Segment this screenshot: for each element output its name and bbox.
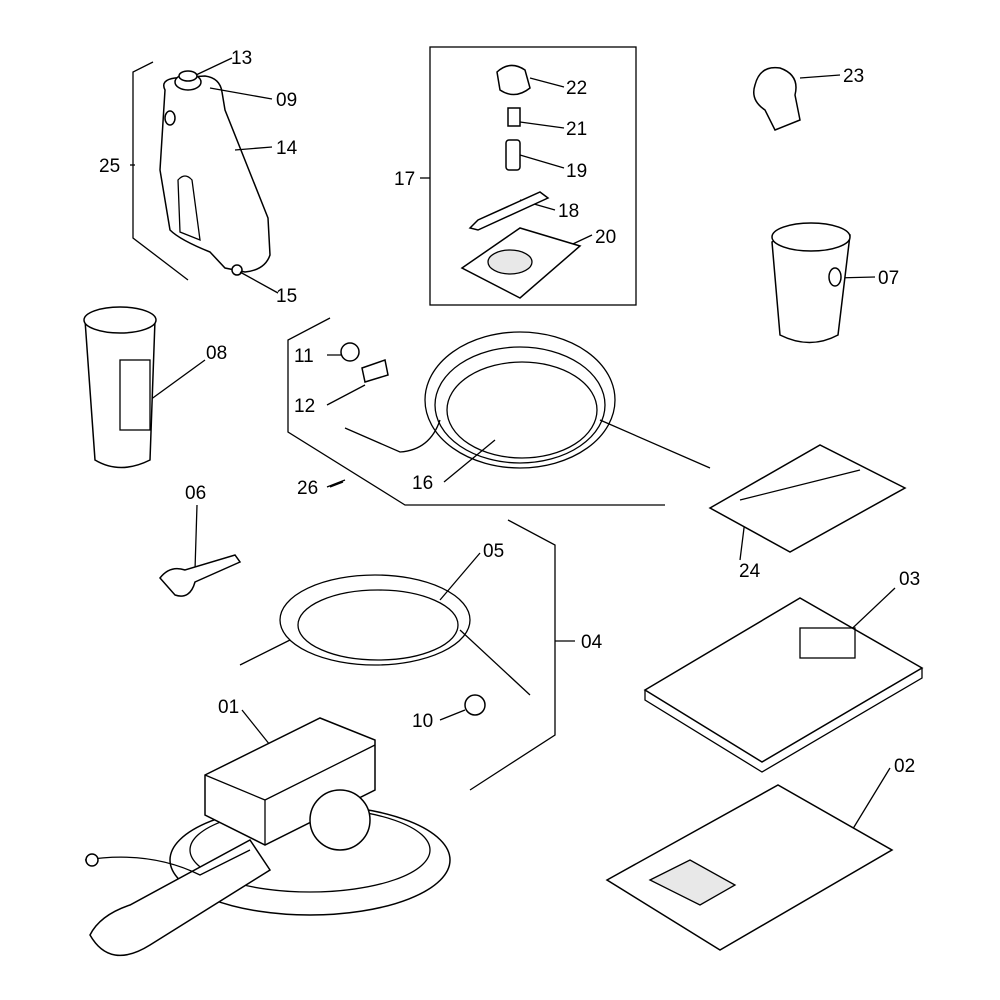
manual-24: [708, 444, 907, 553]
label-19: 19: [566, 161, 587, 182]
label-26: 26: [297, 478, 318, 499]
label-02: 02: [894, 756, 915, 777]
label-22: 22: [566, 78, 587, 99]
wrench-06: [159, 554, 242, 597]
label-09: 09: [276, 90, 297, 111]
kit-17-parts: [460, 64, 582, 299]
label-17: 17: [394, 169, 415, 190]
manual-03: [643, 597, 924, 763]
label-08: 08: [206, 343, 227, 364]
label-04: 04: [581, 632, 603, 653]
hose-16: [344, 331, 711, 469]
label-05: 05: [483, 541, 504, 562]
pump-01: [84, 717, 451, 957]
part-labels: 13 09 14 25 15 22 21 19 17 18 20 23 07 0…: [99, 48, 920, 777]
label-10: 10: [412, 711, 433, 732]
label-16: 16: [412, 473, 433, 494]
hose-05: [239, 574, 531, 696]
label-23: 23: [843, 66, 864, 87]
label-24: 24: [739, 561, 761, 582]
label-15: 15: [276, 286, 297, 307]
label-13: 13: [231, 48, 252, 69]
label-11: 11: [294, 346, 314, 367]
document-02: [605, 784, 894, 951]
label-20: 20: [595, 227, 616, 248]
label-01: 01: [218, 697, 239, 718]
label-25: 25: [99, 156, 120, 177]
label-07: 07: [878, 268, 899, 289]
label-14: 14: [276, 138, 298, 159]
clip-part: [753, 66, 801, 131]
tank-part: [132, 61, 271, 281]
label-03: 03: [899, 569, 920, 590]
label-06: 06: [185, 483, 206, 504]
label-21: 21: [566, 119, 587, 140]
label-12: 12: [294, 396, 315, 417]
label-18: 18: [558, 201, 579, 222]
